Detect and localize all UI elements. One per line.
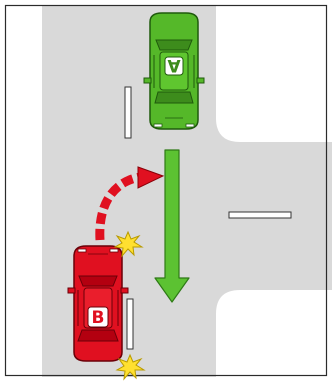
lane-marking-side-road [228,211,292,219]
lane-marking-upper [124,86,132,139]
collision-star-icon [113,230,144,258]
lane-marking-lower [126,298,134,350]
diagram-frame [4,4,328,377]
car-a: A [143,12,205,130]
car-b: B [67,245,129,362]
collision-star-icon [115,353,146,381]
car-a-label: A [167,55,181,75]
curved-arrow-icon [95,166,165,241]
car-b-label: B [92,308,105,328]
down-arrow-icon [154,149,190,303]
